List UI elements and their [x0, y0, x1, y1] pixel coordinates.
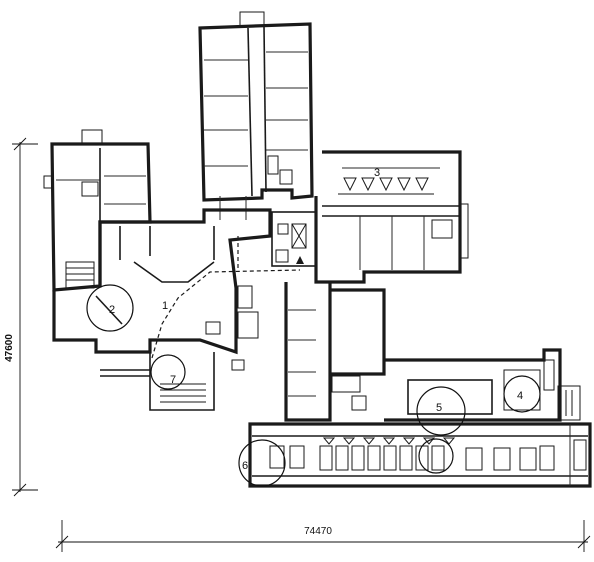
central-hall [52, 208, 301, 359]
svg-text:4: 4 [517, 390, 523, 402]
ward-cubicles [269, 445, 555, 471]
south-wing [248, 422, 592, 488]
zone-marker-1: 1 [162, 300, 168, 312]
entrance-porch [100, 352, 245, 411]
svg-text:6: 6 [242, 460, 248, 472]
southeast-block [384, 348, 581, 422]
svg-text:5: 5 [436, 402, 442, 414]
stair-west [65, 261, 95, 289]
west-wing [43, 129, 152, 292]
zone-marker-3: 3 [374, 167, 380, 179]
zone-markers: 1 2 3 4 5 6 7 [86, 167, 541, 487]
east-wing [314, 150, 469, 284]
lab-benches [338, 177, 434, 195]
dimension-vertical: 47600 [4, 137, 38, 497]
south-connector [284, 282, 386, 422]
svg-text:2: 2 [109, 304, 115, 316]
corridor-sinks [322, 437, 456, 445]
zone-marker-4: 4 [503, 375, 541, 413]
zone-marker-7: 7 [150, 354, 186, 390]
core-lifts [271, 211, 317, 267]
dimension-horizontal: 74470 [55, 520, 591, 552]
zone-marker-5: 5 [416, 386, 466, 436]
svg-text:7: 7 [170, 374, 176, 386]
zone-marker-6: 6 [238, 439, 286, 487]
north-wing [198, 11, 314, 220]
dimension-width-label: 74470 [304, 526, 332, 537]
svg-text:3: 3 [374, 167, 380, 179]
svg-text:1: 1 [162, 300, 168, 312]
dimension-height-label: 47600 [4, 334, 15, 362]
zone-marker-2: 2 [86, 284, 134, 332]
